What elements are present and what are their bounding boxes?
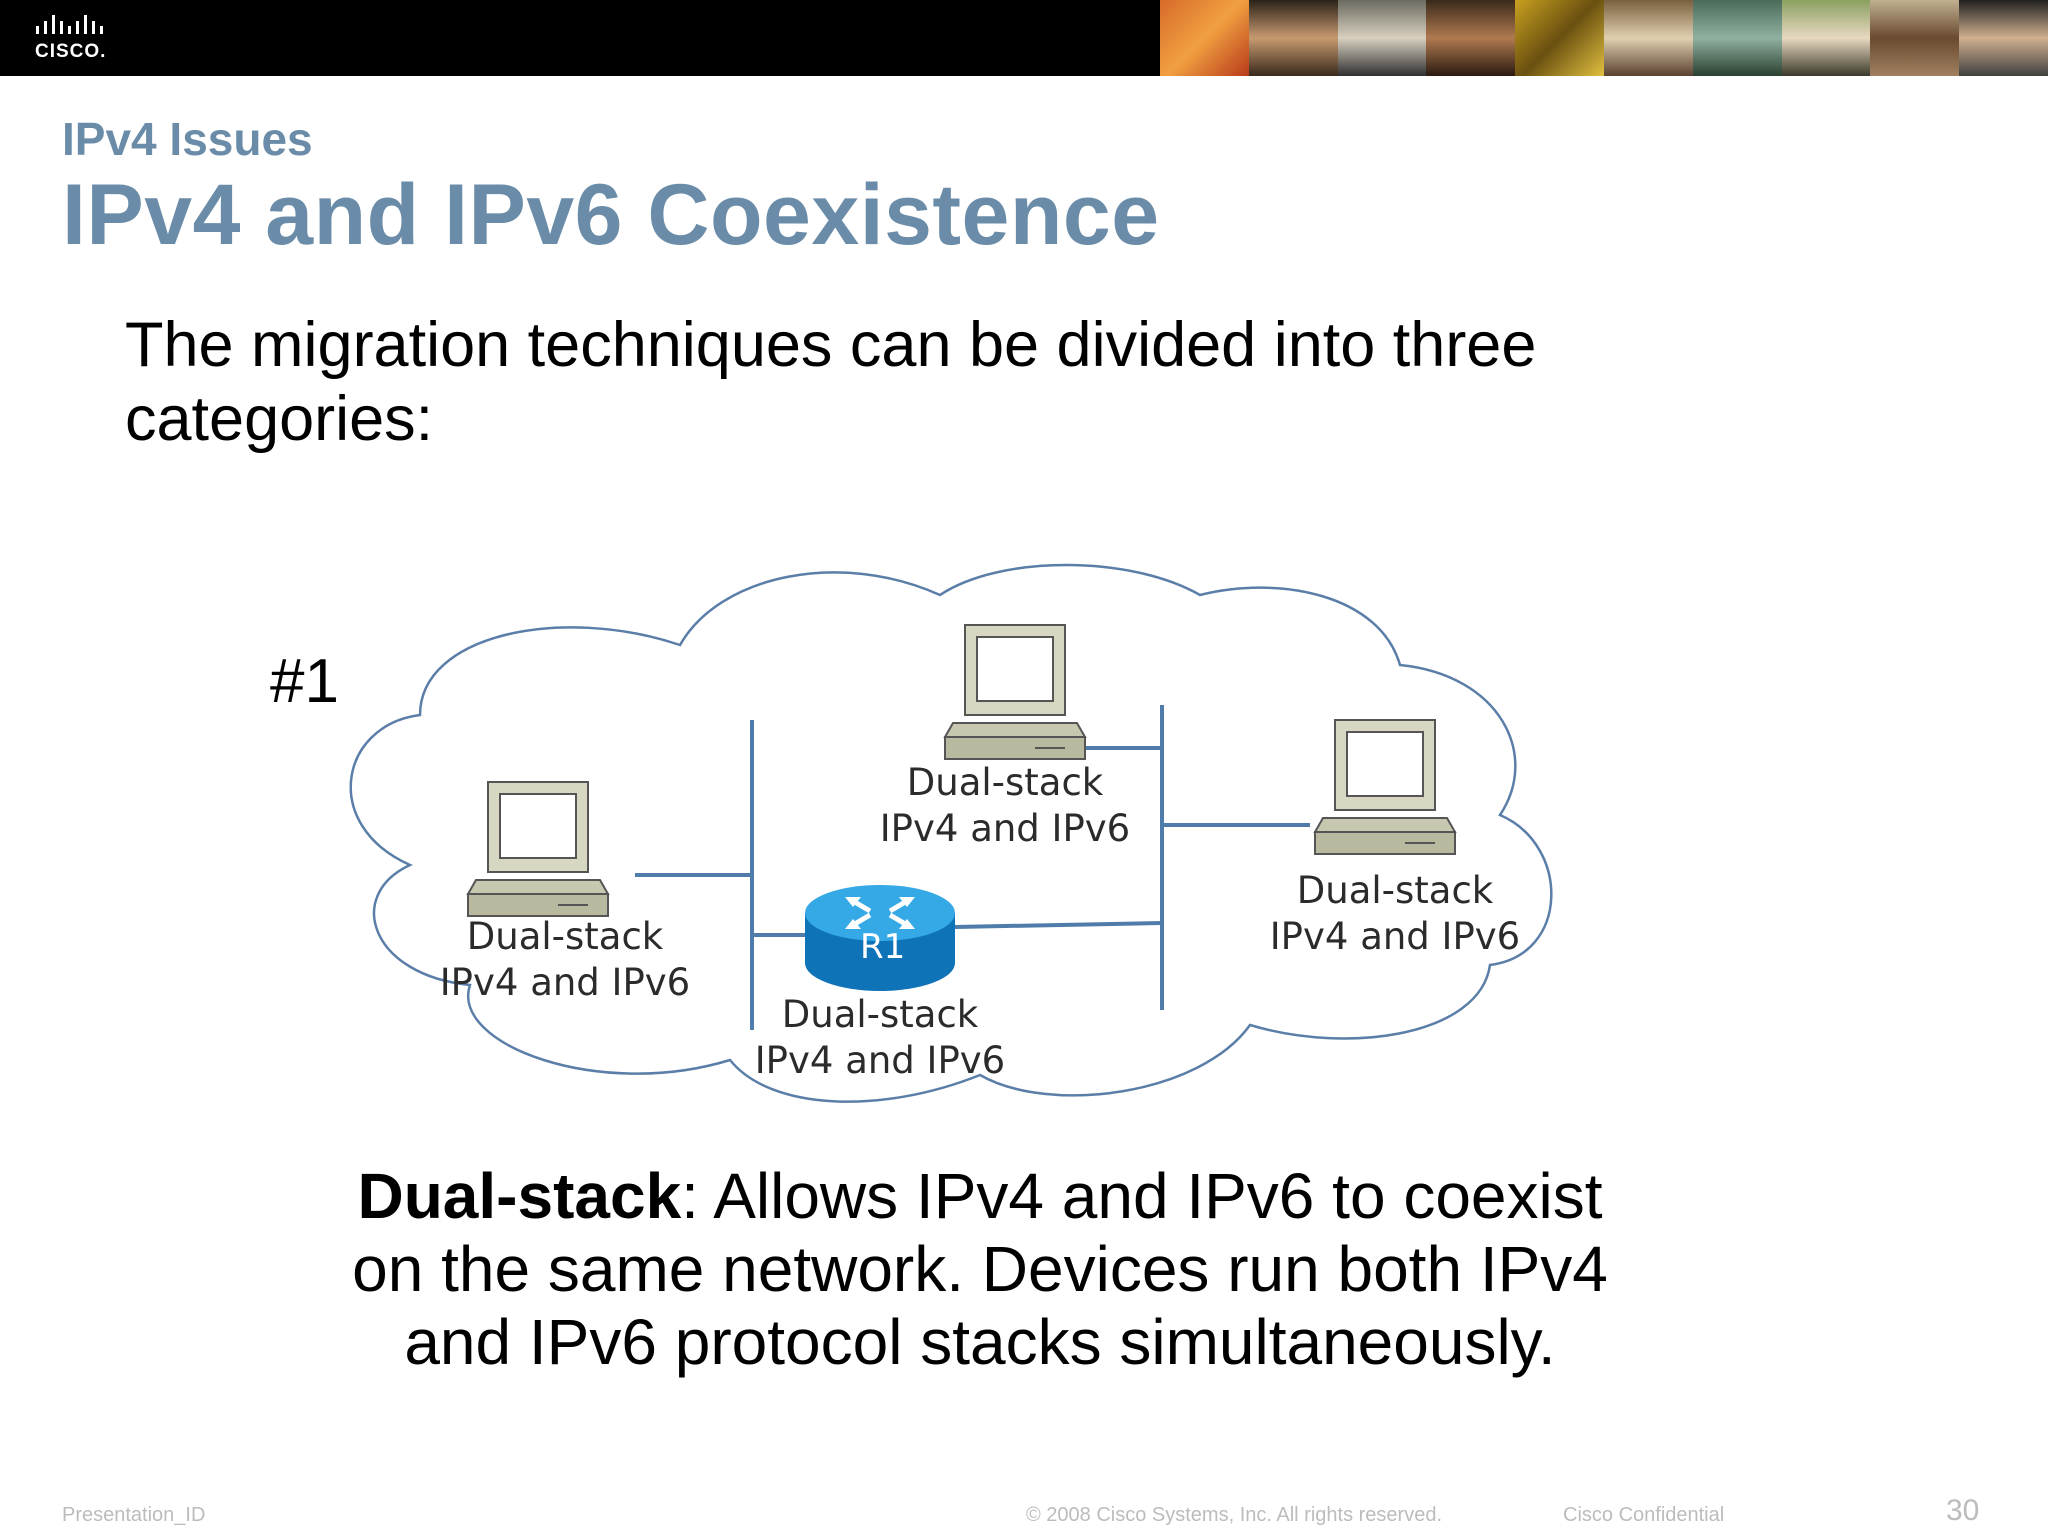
computer-icon xyxy=(1313,719,1457,855)
photo-tile xyxy=(1959,0,2048,76)
dual-stack-diagram xyxy=(349,563,1553,1103)
node-label-line1: Dual-stack xyxy=(906,761,1104,804)
photo-tile xyxy=(1870,0,1960,76)
node-label-right: Dual-stack IPv4 and IPv6 xyxy=(1235,868,1555,960)
dual-stack-description: Dual-stack: Allows IPv4 and IPv6 to coex… xyxy=(320,1160,1640,1379)
cisco-bars-icon xyxy=(36,15,103,34)
link-router-right xyxy=(954,921,1163,929)
router-icon xyxy=(805,885,955,991)
photo-tile xyxy=(1692,0,1782,76)
category-number: #1 xyxy=(270,647,339,716)
photo-tile xyxy=(1337,0,1427,76)
photo-tile xyxy=(1426,0,1516,76)
photo-tile xyxy=(1160,0,1249,76)
photo-tile xyxy=(1515,0,1604,76)
router-label: R1 xyxy=(860,927,906,967)
description-term: Dual-stack xyxy=(357,1160,682,1232)
description-text: : Allows IPv4 and IPv6 to coexist on the… xyxy=(352,1160,1608,1378)
node-label-left: Dual-stack IPv4 and IPv6 xyxy=(405,914,725,1006)
node-label-line1: Dual-stack xyxy=(781,993,979,1036)
slide-title: IPv4 and IPv6 Coexistence xyxy=(62,167,1160,263)
node-label-router: Dual-stack IPv4 and IPv6 xyxy=(720,992,1040,1084)
computer-icon xyxy=(943,624,1087,760)
node-label-top: Dual-stack IPv4 and IPv6 xyxy=(845,760,1165,852)
footer-copyright: © 2008 Cisco Systems, Inc. All rights re… xyxy=(1026,1504,1443,1526)
cisco-logo-text: CISCO. xyxy=(35,41,107,62)
photo-strip xyxy=(1160,0,2048,76)
footer-presentation-id: Presentation_ID xyxy=(62,1504,206,1526)
section-kicker: IPv4 Issues xyxy=(62,113,313,165)
page-number: 30 xyxy=(1946,1494,1980,1527)
network-cloud xyxy=(349,563,1553,1103)
node-label-line2: IPv4 and IPv6 xyxy=(754,1039,1006,1082)
node-label-line1: Dual-stack xyxy=(1296,869,1494,912)
photo-tile xyxy=(1781,0,1871,76)
node-label-line2: IPv4 and IPv6 xyxy=(439,961,691,1004)
footer-confidential: Cisco Confidential xyxy=(1563,1504,1725,1526)
cisco-logo: CISCO. xyxy=(34,14,124,64)
photo-tile xyxy=(1603,0,1693,76)
intro-text: The migration techniques can be divided … xyxy=(125,310,1537,454)
network-links xyxy=(635,705,1310,1030)
photo-tile xyxy=(1248,0,1338,76)
node-label-line1: Dual-stack xyxy=(466,915,664,958)
computer-icon xyxy=(466,781,610,917)
node-label-line2: IPv4 and IPv6 xyxy=(1269,915,1521,958)
node-label-line2: IPv4 and IPv6 xyxy=(879,807,1131,850)
top-banner: CISCO. xyxy=(0,0,2048,76)
